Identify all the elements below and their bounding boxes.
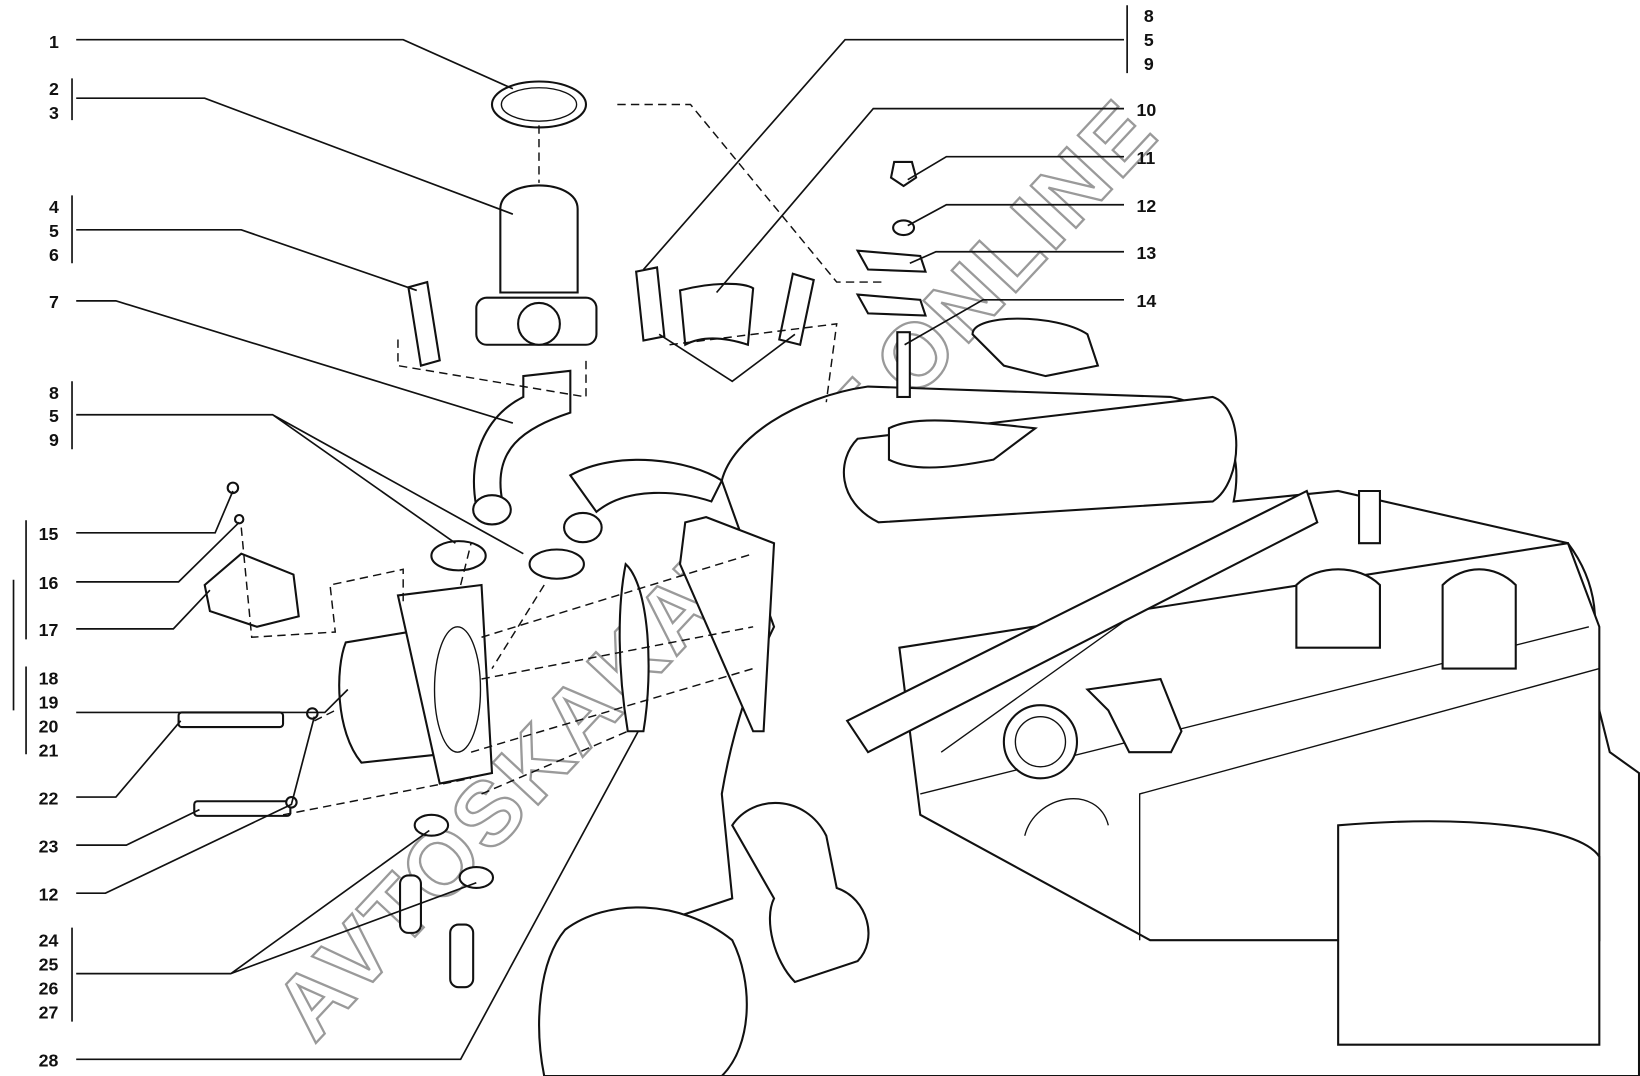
- callout-2: 2: [49, 79, 59, 99]
- callout-12-right: 12: [1137, 196, 1157, 216]
- callout-3: 3: [49, 103, 59, 123]
- callout-7: 7: [49, 292, 59, 312]
- callout-6: 6: [49, 245, 59, 265]
- callout-12-left: 12: [39, 884, 59, 904]
- callout-4: 4: [49, 197, 59, 217]
- callout-18: 18: [39, 668, 59, 688]
- callout-labels-right: 8 5 9 10 11 12 13 14: [1137, 6, 1157, 311]
- callout-21: 21: [39, 740, 59, 760]
- callout-9: 9: [49, 430, 59, 450]
- assembly-lines: [240, 103, 884, 816]
- callout-22: 22: [39, 788, 59, 808]
- callout-labels-left: 1 2 3 4 5 6 7 8 5 9 15 16 17 18 19 20 21…: [39, 32, 59, 1071]
- leader-lines: [12, 5, 1128, 1061]
- callout-14: 14: [1137, 291, 1157, 311]
- callout-5b: 5: [49, 406, 59, 426]
- callout-17: 17: [39, 620, 59, 640]
- callout-19: 19: [39, 692, 59, 712]
- callout-10: 10: [1137, 100, 1157, 120]
- callout-11: 11: [1137, 148, 1156, 168]
- engine-assembly: [538, 317, 1640, 1076]
- loose-parts: [177, 80, 927, 989]
- callout-28: 28: [39, 1051, 59, 1071]
- callout-5-right: 5: [1144, 30, 1154, 50]
- callout-16: 16: [39, 573, 59, 593]
- callout-25: 25: [39, 954, 59, 974]
- callout-1: 1: [49, 32, 59, 52]
- callout-9-right: 9: [1144, 54, 1154, 74]
- callout-20: 20: [39, 716, 59, 736]
- callout-24: 24: [39, 930, 59, 950]
- callout-5: 5: [49, 221, 59, 241]
- callout-23: 23: [39, 836, 59, 856]
- callout-8-right: 8: [1144, 6, 1154, 26]
- callout-26: 26: [39, 979, 59, 999]
- callout-8: 8: [49, 383, 59, 403]
- callout-15: 15: [39, 524, 59, 544]
- callout-13: 13: [1137, 243, 1157, 263]
- callout-27: 27: [39, 1003, 59, 1023]
